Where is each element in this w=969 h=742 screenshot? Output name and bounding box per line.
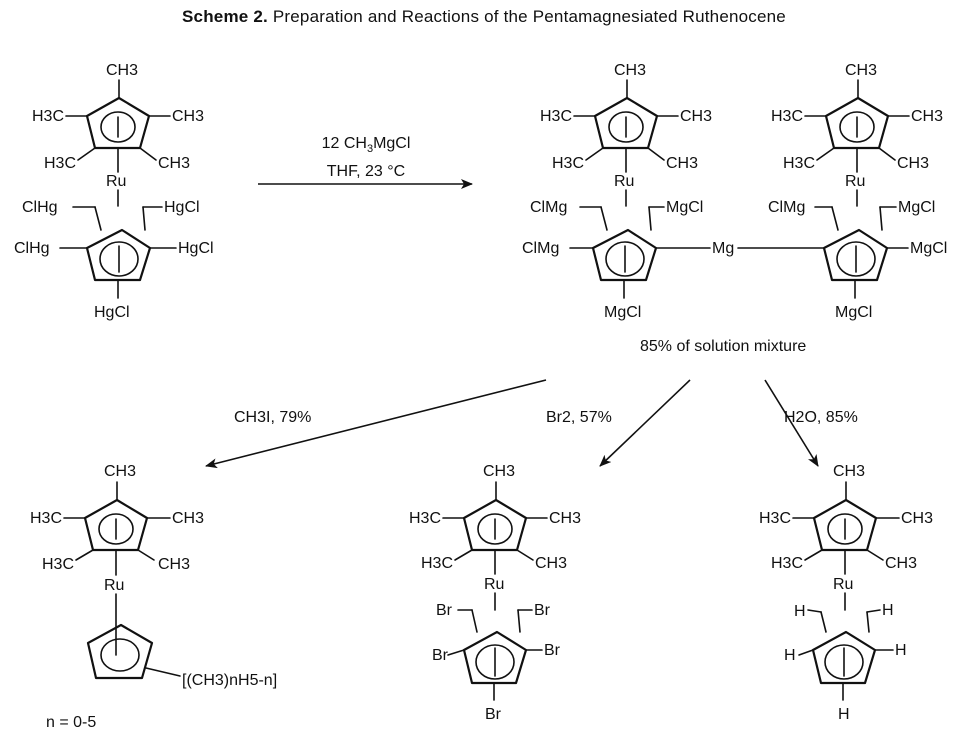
atom-label: CH3 (833, 463, 865, 480)
ru-label: Ru (484, 576, 504, 593)
atom-label: HgCl (178, 240, 214, 257)
atom-label: HgCl (164, 199, 200, 216)
substituent-label: [(CH3)nH5-n] (182, 672, 277, 689)
ru-label: Ru (833, 576, 853, 593)
atom-label: H3C (44, 155, 76, 172)
atom-label: ClMg (522, 240, 559, 257)
ru-label: Ru (106, 173, 126, 190)
atom-label: H3C (552, 155, 584, 172)
atom-label: CH3 (106, 62, 138, 79)
reagent-main-line2: THF, 23 °C (327, 163, 405, 180)
atom-label: H3C (759, 510, 791, 527)
n-range-label: n = 0-5 (46, 714, 96, 731)
atom-label: CH3 (172, 510, 204, 527)
atom-label: CH3 (483, 463, 515, 480)
atom-label: H3C (540, 108, 572, 125)
atom-label: Br (534, 602, 551, 619)
atom-label: H3C (409, 510, 441, 527)
arrow-to-protonated (764, 379, 819, 467)
atom-label: CH3 (911, 108, 943, 125)
product-protonated-ruthenocene: CH3 CH3 CH3 H3C H3C Ru H H H H H (759, 463, 933, 723)
atom-label: H (882, 602, 894, 619)
ru-label: Ru (104, 577, 124, 594)
atom-label: CH3 (614, 62, 646, 79)
yield-note: 85% of solution mixture (640, 338, 806, 355)
arrow-to-methylated (205, 379, 547, 469)
arrow-to-brominated (599, 379, 691, 467)
atom-label: ClHg (22, 199, 58, 216)
atom-label: CH3 (845, 62, 877, 79)
ru-label: Ru (845, 173, 865, 190)
atom-label: MgCl (898, 199, 935, 216)
atom-label: H3C (42, 556, 74, 573)
atom-label: CH3 (680, 108, 712, 125)
atom-label: CH3 (897, 155, 929, 172)
atom-label: CH3 (885, 555, 917, 572)
reagent-methyl-iodide: CH3I, 79% (234, 409, 311, 426)
atom-label: HgCl (94, 304, 130, 321)
atom-label: H3C (783, 155, 815, 172)
atom-label: Br (485, 706, 502, 723)
reagent-main-line1: 12 CH3MgCl (322, 135, 411, 155)
atom-label: CH3 (172, 108, 204, 125)
atom-label: MgCl (910, 240, 947, 257)
atom-label: H3C (30, 510, 62, 527)
reagent-bromine: Br2, 57% (546, 409, 612, 426)
product-pentabromo-ruthenocene: CH3 CH3 CH3 H3C H3C Ru Br Br Br Br Br (409, 463, 581, 723)
atom-label: Br (432, 647, 449, 664)
atom-label: CH3 (158, 556, 190, 573)
atom-label: H3C (771, 108, 803, 125)
atom-label: Br (544, 642, 561, 659)
reagent-water: H2O, 85% (784, 409, 858, 426)
atom-label: H (895, 642, 907, 659)
atom-label: H (784, 647, 796, 664)
atom-label: MgCl (835, 304, 872, 321)
atom-label: ClMg (530, 199, 567, 216)
molecule-pentamercurated-ruthenocene: CH3 CH3 CH3 H3C H3C Ru ClHg HgCl HgCl Cl… (14, 62, 214, 321)
atom-label: CH3 (104, 463, 136, 480)
atom-label: CH3 (666, 155, 698, 172)
atom-label: ClMg (768, 199, 805, 216)
atom-label: H3C (32, 108, 64, 125)
molecule-pentamagnesiated-dimer: CH3 CH3 CH3 H3C H3C Ru ClMg MgCl ClMg Mg… (522, 62, 947, 321)
atom-label: CH3 (901, 510, 933, 527)
atom-label: MgCl (604, 304, 641, 321)
scheme-title: Scheme 2. Preparation and Reactions of t… (182, 7, 786, 26)
atom-label: ClHg (14, 240, 50, 257)
atom-label: H3C (421, 555, 453, 572)
atom-label: Br (436, 602, 453, 619)
atom-label: CH3 (549, 510, 581, 527)
atom-label: H (838, 706, 850, 723)
atom-label: MgCl (666, 199, 703, 216)
atom-label: CH3 (158, 155, 190, 172)
atom-label: H3C (771, 555, 803, 572)
mg-bridge-label: Mg (712, 240, 734, 257)
atom-label: H (794, 603, 806, 620)
atom-label: CH3 (535, 555, 567, 572)
product-methylated-ruthenocene: CH3 CH3 CH3 H3C H3C Ru [(CH3)nH5-n] n = … (30, 463, 277, 731)
ru-label: Ru (614, 173, 634, 190)
